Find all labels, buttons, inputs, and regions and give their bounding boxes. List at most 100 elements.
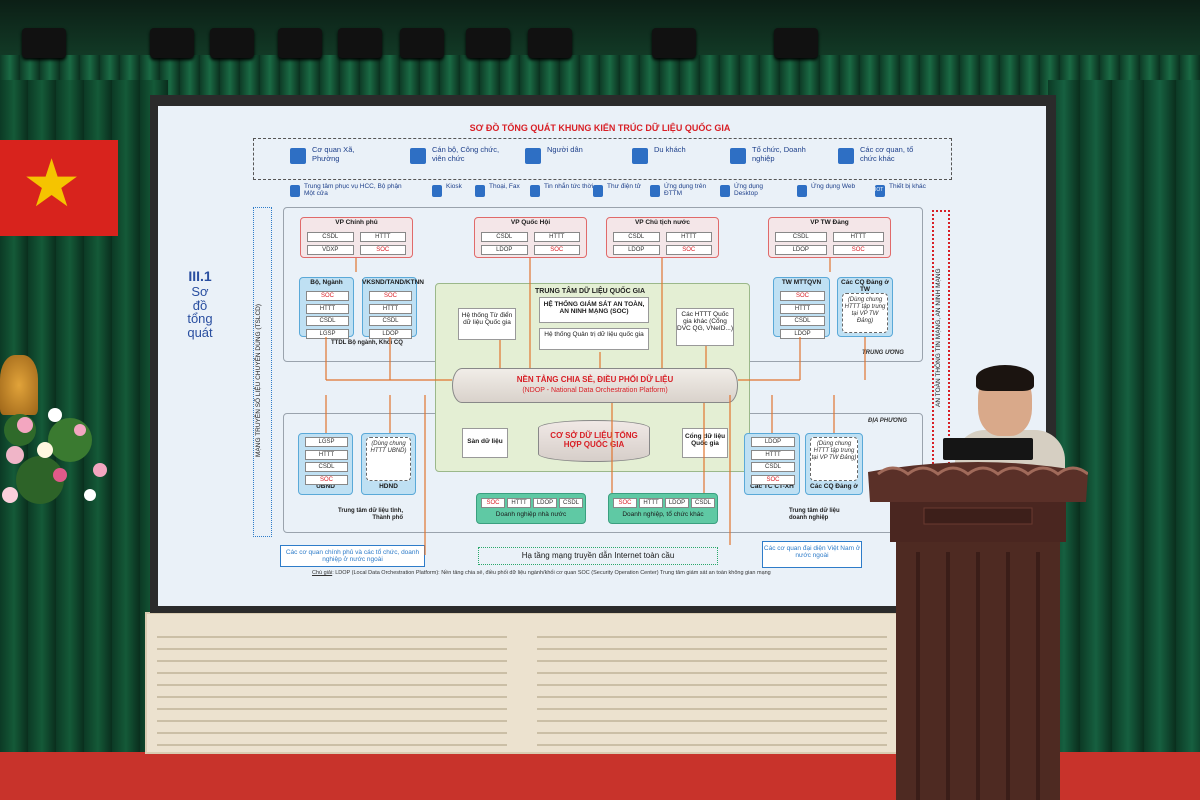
org-box-title: Các CQ Đảng ở TW: [841, 279, 889, 294]
channel-label: Tin nhắn tức thời: [544, 183, 594, 190]
province-dc-label: Trung tâm dữ liệu tỉnh, Thành phố: [337, 508, 403, 521]
cell-soc: SOC: [305, 474, 348, 485]
cell-soc: SOC: [359, 245, 406, 255]
section-label-line: quát: [187, 324, 213, 340]
wall-vent: [537, 626, 887, 746]
enterprise-dc-label: Trung tâm dữ liệu doanh nghiệp: [789, 508, 840, 521]
actor-label: Cơ quan Xã, Phường: [312, 145, 355, 163]
stage-light: [528, 28, 572, 58]
ndop-title: NỀN TẢNG CHIA SẺ, ĐIỀU PHỐI DỮ LIỆU: [516, 375, 674, 384]
cell-ldop: LDOP: [533, 498, 557, 508]
tslcd-network-band: [253, 207, 272, 537]
cell-csdl: CSDL: [691, 498, 715, 508]
section-number: III.1: [188, 268, 212, 284]
cell-soc: SOC: [369, 291, 412, 301]
org-box-title: VP TW Đảng: [810, 219, 849, 226]
cell-httt: HTTT: [369, 303, 412, 314]
channel-icon: [530, 185, 540, 197]
actor-label: Du khách: [654, 145, 686, 154]
cell-soc: SOC: [832, 245, 884, 255]
stage-light: [22, 28, 66, 58]
org-box-title: TW MTTQVN: [781, 279, 822, 286]
org-box-title: HDND: [379, 483, 398, 490]
section-label-line: tổng: [187, 311, 213, 327]
cell-soc: SOC: [481, 498, 505, 508]
foreign-gov-label: Các cơ quan chính phủ và các tổ chức, do…: [285, 549, 420, 563]
governance-box: Hệ thống Quản trị dữ liệu quốc gia: [539, 328, 649, 350]
other-systems-label: Các HTTT Quốc gia khác (Cổng DVC QG, VNe…: [677, 311, 733, 332]
data-portal-label: Cổng dữ liệu Quốc gia: [684, 433, 726, 447]
org-box-title: Các CQ Đảng ở: [810, 483, 858, 490]
channel-label: Thiết bị khác: [889, 183, 926, 190]
org-box-title: Các TC CT-XH: [750, 483, 794, 490]
actor-icon: [632, 148, 648, 164]
cell-csdl: CSDL: [305, 462, 348, 472]
cell-httt: HTTT: [359, 232, 406, 242]
central-region-label: TRUNG ƯƠNG: [862, 350, 904, 356]
cell-soc: SOC: [751, 474, 795, 485]
laptop: [943, 438, 1033, 460]
flower-arrangement: [2, 408, 107, 504]
curtain-valance: [0, 55, 1200, 95]
actor-icon: [730, 148, 746, 164]
org-box-title: Doanh nghiệp nhà nước: [495, 511, 567, 518]
actor-label: Các cơ quan, tổ chức khác: [860, 145, 914, 163]
channel-icon: [475, 185, 485, 197]
stage-light: [210, 28, 254, 58]
org-box-title: Doanh nghiệp, tổ chức khác: [622, 511, 704, 518]
actor-icon: [290, 148, 306, 164]
ministry-dc-label: TTDL Bộ ngành, Khối CQ: [331, 340, 403, 346]
foreign-gov-box: Các cơ quan chính phủ và các tổ chức, do…: [280, 545, 425, 567]
other-systems-box: Các HTTT Quốc gia khác (Cổng DVC QG, VNe…: [676, 308, 734, 346]
cell-csdl: CSDL: [775, 232, 827, 242]
channel-label: Thoại, Fax: [489, 183, 520, 190]
right-curtain: [1048, 80, 1200, 760]
cell-csdl: CSDL: [613, 232, 660, 242]
channel-label: Thư điện tử: [607, 183, 641, 190]
cell-httt: HTTT: [533, 232, 580, 242]
channel-icon: [593, 185, 603, 197]
stage-light: [652, 28, 696, 58]
cell-soc: SOC: [665, 245, 712, 255]
cell-csdl: CSDL: [751, 462, 795, 472]
slide-title: SƠ ĐỒ TỔNG QUÁT KHUNG KIẾN TRÚC DỮ LIỆU …: [469, 123, 731, 133]
org-box-note: (Dùng chung HTTT tập trung tại VP TW Đản…: [842, 293, 888, 333]
overseas-box: Các cơ quan đại diện Việt Nam ở nước ngo…: [762, 541, 862, 568]
org-box-title: VP Chính phủ: [335, 219, 378, 226]
cell-csdl: CSDL: [780, 316, 825, 326]
cell-csdl: CSDL: [369, 316, 412, 326]
data-exchange-box: Sàn dữ liệu: [462, 428, 508, 458]
cell-httt: HTTT: [780, 303, 825, 314]
soc-system-label: HỆ THỐNG GIÁM SÁT AN TOÀN, AN NINH MẠNG …: [543, 301, 645, 315]
channel-icon: [720, 185, 730, 197]
data-portal-box: Cổng dữ liệu Quốc gia: [682, 428, 728, 458]
channel-label: Ứng dụng trên ĐTTM: [664, 183, 707, 198]
data-dictionary-box: Hệ thống Từ điển dữ liệu Quốc gia: [458, 308, 516, 340]
cell-csdl: CSDL: [481, 232, 528, 242]
stage-light: [774, 28, 818, 58]
national-database-cylinder: [538, 420, 650, 462]
org-box-note: (Dùng chung HTTT tập trung tại VP TW Đản…: [810, 437, 858, 481]
actor-icon: [525, 148, 541, 164]
cell-httt: HTTT: [639, 498, 663, 508]
org-box-title: VP Chủ tịch nước: [634, 219, 691, 226]
stage-light: [400, 28, 444, 58]
actor-label: Người dân: [547, 145, 583, 154]
cell-ldop: LDOP: [613, 245, 660, 255]
cell-ldop: LDOP: [481, 245, 528, 255]
actor-label: Cán bộ, Công chức, viên chức: [432, 145, 500, 163]
legend: Chú giải: LDOP (Local Data Orchestration…: [312, 570, 857, 576]
cell-httt: HTTT: [832, 232, 884, 242]
data-exchange-label: Sàn dữ liệu: [467, 438, 503, 445]
org-box-title: Bộ, Ngành: [310, 279, 343, 286]
cell-lgsp: LGSP: [306, 328, 349, 339]
cell-ldop: LDOP: [369, 328, 412, 339]
cell-ldop: LDOP: [780, 328, 825, 339]
cell-ldop: LDOP: [751, 437, 795, 447]
flag-star-icon: ★: [22, 146, 82, 220]
cell-httt: HTTT: [507, 498, 531, 508]
ndop-platform: [452, 368, 738, 403]
channel-icon: [432, 185, 442, 197]
actor-label: Tổ chức, Doanh nghiệp: [752, 145, 806, 163]
vietnam-flag: [0, 140, 118, 236]
